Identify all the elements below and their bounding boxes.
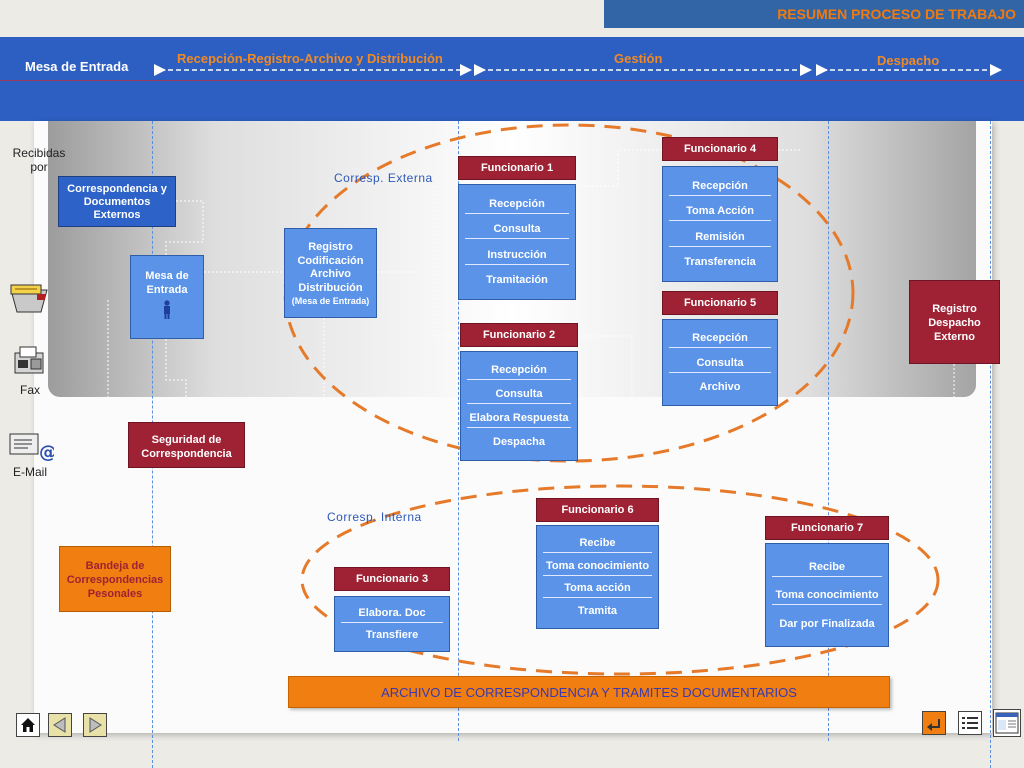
- corresp-externa-label: Corresp. Externa: [334, 171, 433, 185]
- corresp-externos-box: Correspondencia y Documentos Externos: [58, 176, 176, 227]
- registro-box: Registro Codificación Archivo Distribuci…: [284, 228, 377, 318]
- task-item: Recibe: [772, 558, 882, 577]
- task-item: Recepción: [669, 329, 771, 349]
- funcionario-5-tasks: Recepción Consulta Archivo: [662, 319, 778, 406]
- phase-arrows: [154, 64, 1002, 76]
- return-button[interactable]: [922, 711, 946, 735]
- list-button[interactable]: [958, 711, 982, 735]
- phase-recepcion: Recepción-Registro-Archivo y Distribució…: [177, 51, 443, 66]
- task-item: Recepción: [669, 177, 771, 197]
- task-item: Toma conocimiento: [772, 586, 882, 605]
- slide-title: RESUMEN PROCESO DE TRABAJO: [604, 0, 1024, 28]
- funcionario-5-header: Funcionario 5: [662, 291, 778, 315]
- mail-tray-icon: [10, 284, 48, 313]
- task-item: Dar por Finalizada: [779, 617, 875, 630]
- task-item: Tramita: [577, 605, 618, 618]
- task-item: Transferencia: [684, 255, 756, 268]
- fax-icon: [14, 346, 44, 374]
- bandeja-box: Bandeja de Correspondencias Pesonales: [59, 546, 171, 612]
- task-item: Consulta: [669, 354, 771, 373]
- lane-divider: [828, 121, 829, 741]
- registro-sub: (Mesa de Entrada): [291, 296, 370, 306]
- previous-button[interactable]: [48, 713, 72, 737]
- mesa-entrada-box: Mesa de Entrada: [130, 255, 204, 339]
- funcionario-2-header: Funcionario 2: [460, 323, 578, 347]
- task-item: Tramitación: [486, 273, 548, 286]
- task-item: Archivo: [699, 380, 741, 393]
- phase-mesa-entrada: Mesa de Entrada: [25, 59, 129, 74]
- task-item: Elabora. Doc: [341, 604, 443, 623]
- funcionario-4-tasks: Recepción Toma Acción Remisión Transfere…: [662, 166, 778, 282]
- task-item: Toma Acción: [669, 202, 771, 222]
- registro-line: Registro: [308, 241, 353, 253]
- task-item: Remisión: [669, 228, 771, 247]
- task-item: Elabora Respuesta: [467, 409, 571, 428]
- funcionario-7-header: Funcionario 7: [765, 516, 889, 540]
- email-icon: @: [9, 433, 54, 462]
- distribucion-line: Distribución: [298, 281, 363, 294]
- task-item: Recepción: [467, 361, 571, 380]
- task-item: Consulta: [467, 385, 571, 404]
- task-item: Recibe: [543, 534, 652, 553]
- task-item: Toma conocimiento: [543, 557, 652, 576]
- task-item: Despacha: [493, 436, 545, 448]
- archivo-line: Archivo: [310, 268, 351, 280]
- home-icon: [21, 718, 35, 732]
- registro-despacho-box: Registro Despacho Externo: [909, 280, 1000, 364]
- task-item: Toma acción: [543, 579, 652, 599]
- lane-divider: [990, 121, 991, 768]
- header-divider: [0, 80, 1024, 81]
- seguridad-box: Seguridad de Correspondencia: [128, 422, 245, 468]
- funcionario-1-tasks: Recepción Consulta Instrucción Tramitaci…: [458, 184, 576, 300]
- funcionario-1-header: Funcionario 1: [458, 156, 576, 180]
- mesa-entrada-label: Mesa de Entrada: [145, 270, 189, 296]
- email-label: E-Mail: [12, 465, 47, 479]
- phase-gestion: Gestión: [614, 51, 663, 66]
- recibidas-label: Recibidas por: [12, 146, 66, 174]
- phase-header-band: [0, 37, 1024, 121]
- svg-text:@: @: [39, 442, 54, 462]
- window-button[interactable]: [993, 709, 1021, 737]
- list-icon: [962, 717, 978, 729]
- archivo-banner: ARCHIVO DE CORRESPONDENCIA Y TRAMITES DO…: [288, 676, 890, 708]
- next-button[interactable]: [83, 713, 107, 737]
- codificacion-line: Codificación: [297, 254, 364, 267]
- person-icon: [164, 300, 170, 319]
- next-icon: [89, 717, 102, 733]
- task-item: Instrucción: [465, 246, 569, 265]
- task-item: Consulta: [465, 220, 569, 240]
- home-button[interactable]: [16, 713, 40, 737]
- task-item: Transfiere: [365, 629, 419, 641]
- funcionario-3-header: Funcionario 3: [334, 567, 450, 591]
- window-icon: [995, 712, 1019, 734]
- return-icon: [927, 719, 940, 731]
- lane-divider: [458, 121, 459, 741]
- corresp-interna-label: Corresp. Interna: [327, 510, 422, 524]
- task-item: Recepción: [465, 195, 569, 215]
- funcionario-7-tasks: Recibe Toma conocimiento Dar por Finaliz…: [765, 543, 889, 647]
- fax-label: Fax: [19, 383, 40, 397]
- funcionario-3-tasks: Elabora. Doc Transfiere: [334, 596, 450, 652]
- funcionario-6-header: Funcionario 6: [536, 498, 659, 522]
- previous-icon: [53, 717, 66, 733]
- funcionario-2-tasks: Recepción Consulta Elabora Respuesta Des…: [460, 351, 578, 461]
- funcionario-6-tasks: Recibe Toma conocimiento Toma acción Tra…: [536, 525, 659, 629]
- funcionario-4-header: Funcionario 4: [662, 137, 778, 161]
